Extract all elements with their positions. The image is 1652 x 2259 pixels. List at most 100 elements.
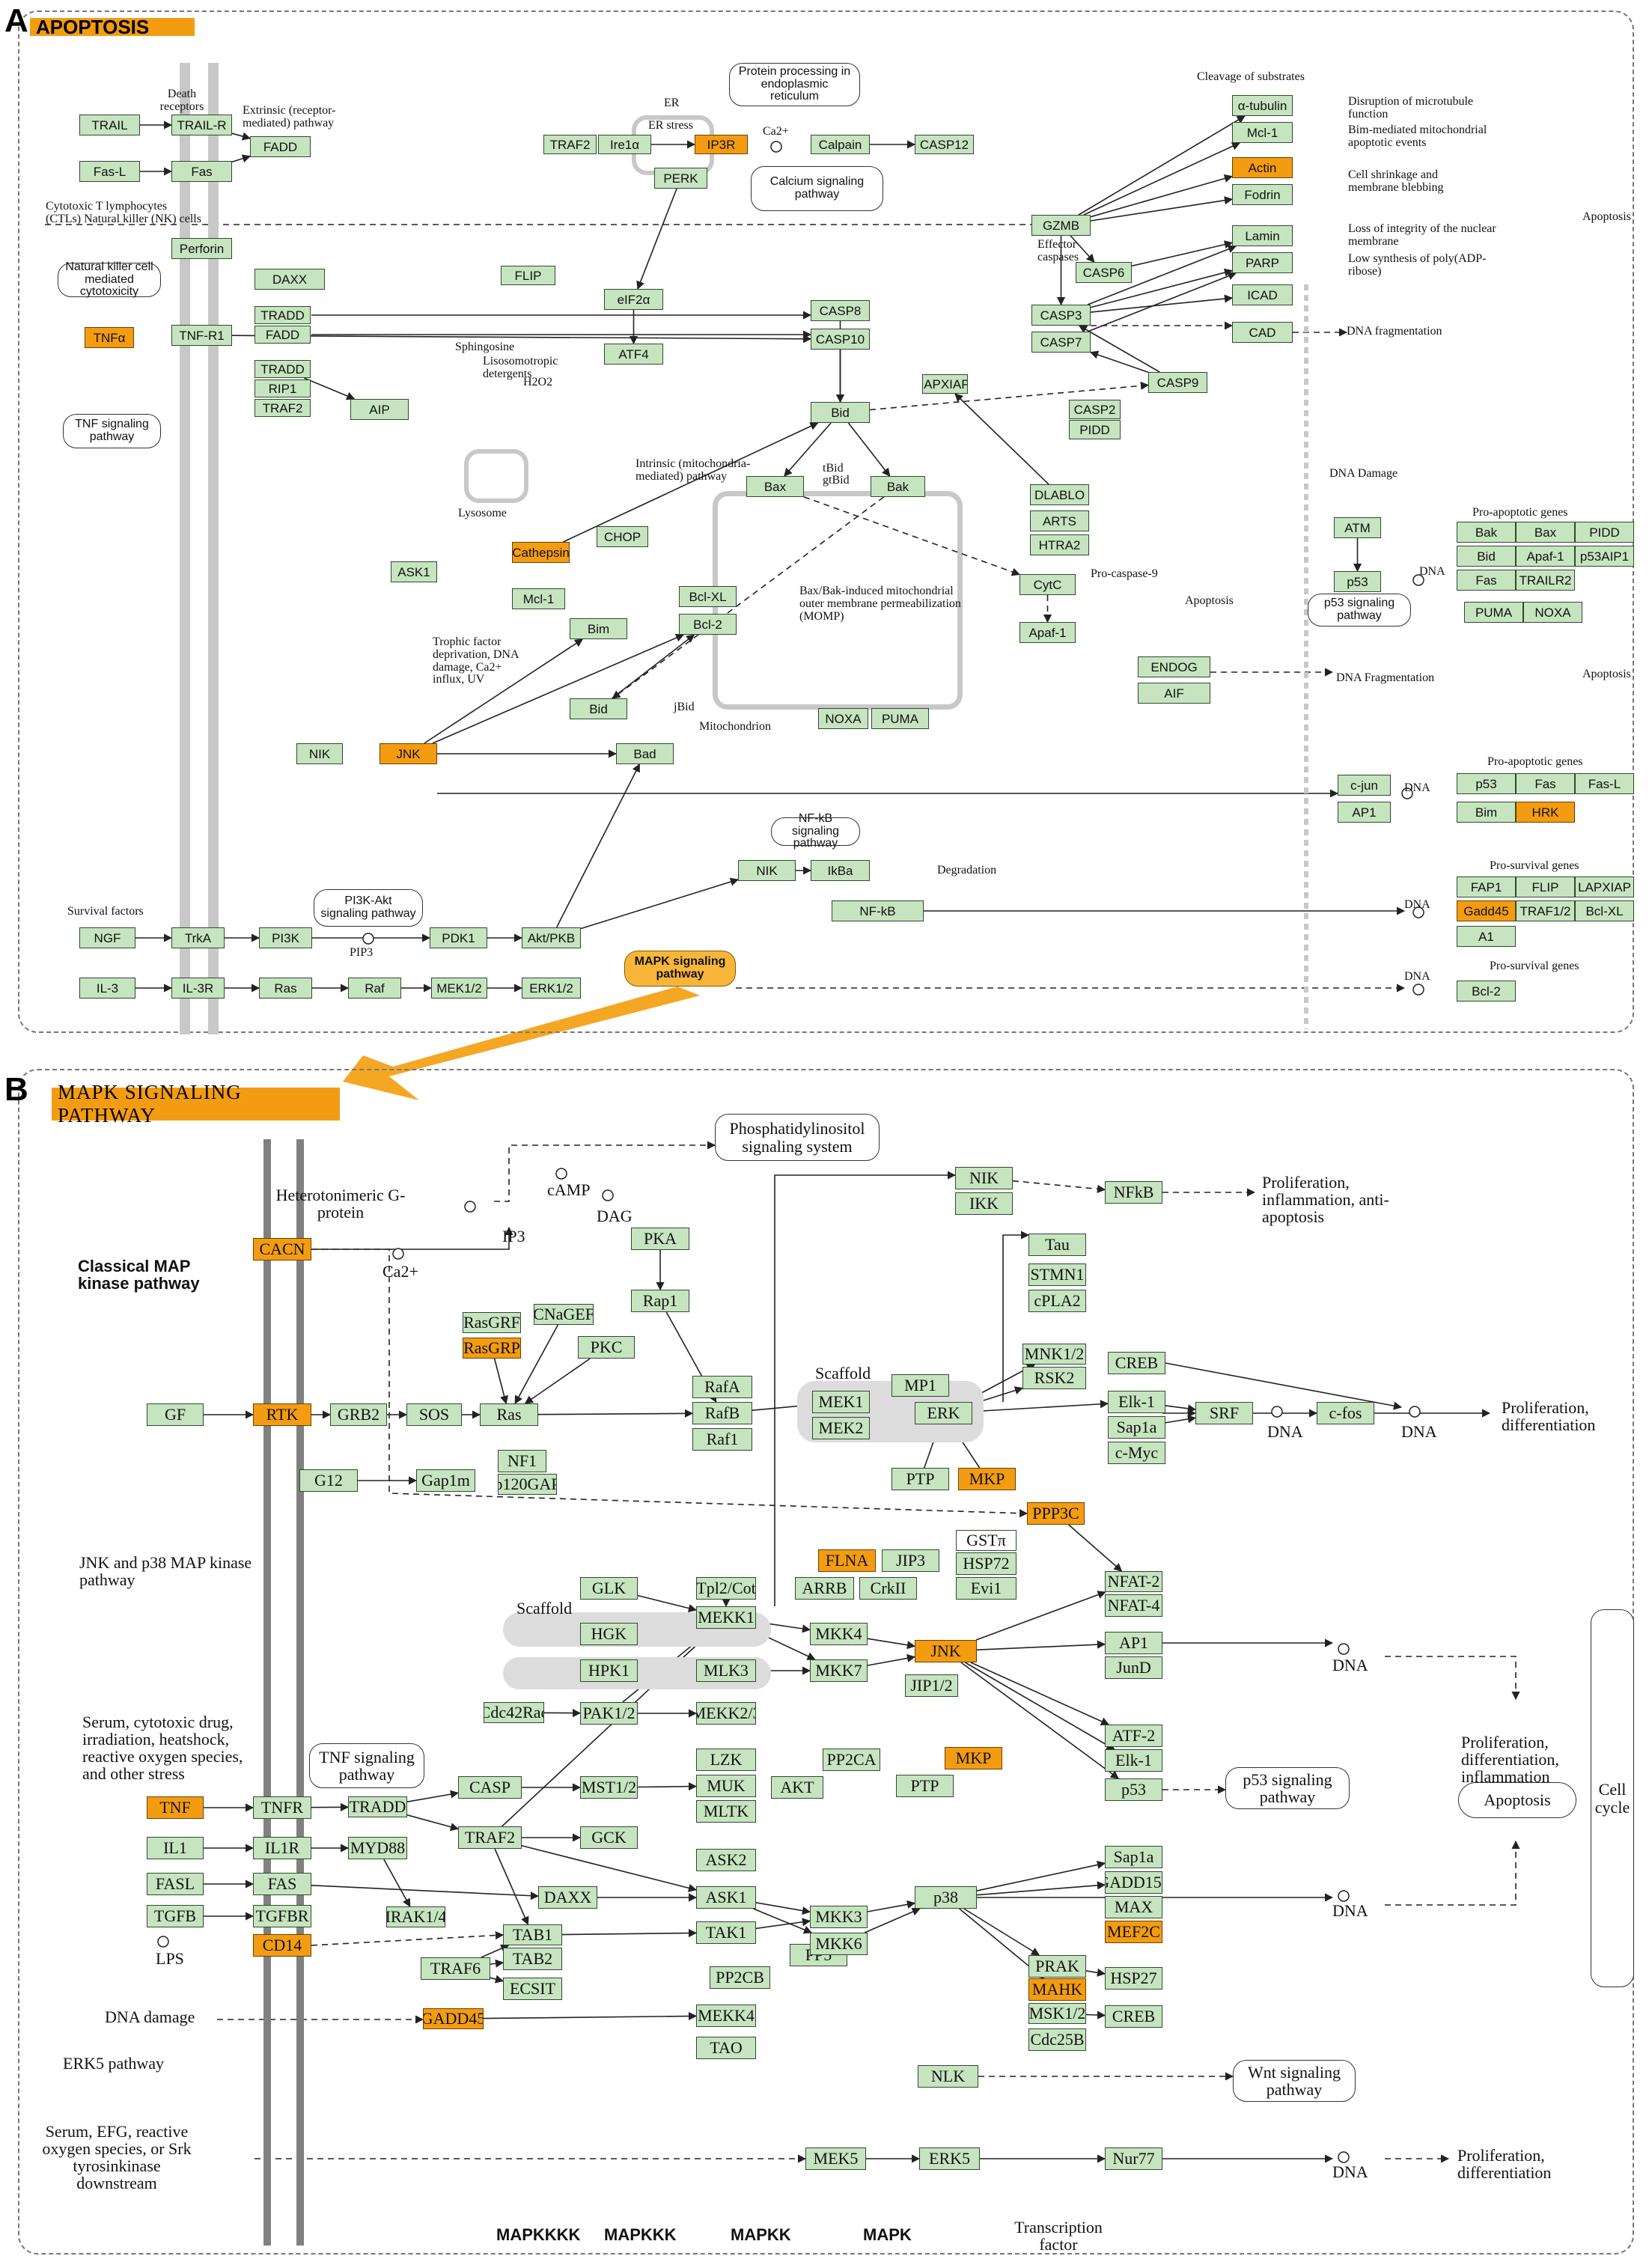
gene-node-traf2-a[interactable]: TRAF2	[543, 135, 597, 154]
gene-node-mlk3-b[interactable]: MLK3	[696, 1659, 756, 1682]
gene-node-hpk1-b[interactable]: HPK1	[580, 1659, 638, 1682]
gene-node-pp2ca-b[interactable]: PP2CA	[823, 1749, 880, 1771]
gene-node-cdc42rac-b[interactable]: Cdc42Rac	[484, 1702, 544, 1723]
gene-node-c-myc-b[interactable]: c-Myc	[1108, 1442, 1165, 1464]
gene-node-fas-a[interactable]: Fas	[171, 161, 232, 182]
gene-node-myd88-b[interactable]: MYD88	[348, 1837, 407, 1859]
pathway-box-wnt[interactable]: Wnt signaling pathway	[1233, 2060, 1356, 2102]
gene-node-mkk6-b[interactable]: MKK6	[810, 1933, 868, 1955]
gene-node-traf6-b[interactable]: TRAF6	[421, 1957, 490, 1980]
gene-node-mnk1-2-b[interactable]: MNK1/2	[1022, 1344, 1086, 1365]
gene-node-casp7-a[interactable]: CASP7	[1031, 332, 1091, 353]
gene-node-tradd-a[interactable]: TRADD	[254, 360, 311, 378]
gene-node-gck-b[interactable]: GCK	[580, 1826, 638, 1849]
gene-node-ire1-a[interactable]: Ire1α	[598, 135, 651, 154]
gene-node-gf-b[interactable]: GF	[147, 1403, 204, 1426]
gene-node-trailr2-a[interactable]: TRAILR2	[1516, 570, 1575, 591]
gene-node-grb2-b[interactable]: GRB2	[330, 1403, 387, 1426]
gene-node-trka-a[interactable]: TrkA	[171, 927, 225, 948]
gene-node-gadd153-b[interactable]: GADD153	[1105, 1871, 1162, 1894]
gene-node-irak1-4-b[interactable]: IRAK1/4	[386, 1906, 445, 1927]
gene-node-elk-1-b[interactable]: Elk-1	[1108, 1391, 1165, 1413]
gene-node-bcl-2-a[interactable]: Bcl-2	[1457, 981, 1516, 1002]
gene-node-mek1-b[interactable]: MEK1	[812, 1391, 870, 1413]
gene-node-mltk-b[interactable]: MLTK	[696, 1800, 756, 1823]
gene-node-tnfr-b[interactable]: TNFR	[253, 1796, 311, 1819]
gene-node-cacn-b[interactable]: CACN	[253, 1238, 311, 1260]
gene-node-flna-b[interactable]: FLNA	[818, 1549, 876, 1572]
gene-node-traf2-a[interactable]: TRAF2	[254, 399, 311, 417]
gene-node-icad-a[interactable]: ICAD	[1232, 284, 1293, 305]
gene-node-aif-a[interactable]: AIF	[1138, 683, 1210, 704]
gene-node-akt-b[interactable]: AKT	[771, 1776, 823, 1799]
gene-node-msk1-2-b[interactable]: MSK1/2	[1028, 2003, 1086, 2024]
gene-node-pkc-b[interactable]: PKC	[578, 1336, 635, 1359]
gene-node-nf-kb-a[interactable]: NF-kB	[832, 900, 924, 921]
gene-node-p53-b[interactable]: p53	[1105, 1778, 1162, 1801]
gene-node-erk5-b[interactable]: ERK5	[919, 2147, 980, 2170]
gene-node-glk-b[interactable]: GLK	[580, 1577, 638, 1600]
gene-node-cnagef-b[interactable]: CNaGEF	[534, 1304, 594, 1325]
gene-node-casp3-a[interactable]: CASP3	[1031, 305, 1091, 326]
gene-node-parp-a[interactable]: PARP	[1232, 252, 1293, 273]
gene-node-p53aip1-a[interactable]: p53AIP1	[1575, 546, 1634, 567]
gene-node-mst1-2-b[interactable]: MST1/2	[580, 1776, 638, 1799]
gene-node-tau-b[interactable]: Tau	[1028, 1234, 1086, 1256]
gene-node-mkk7-b[interactable]: MKK7	[810, 1659, 868, 1682]
gene-node-flip-a[interactable]: FLIP	[1516, 877, 1575, 897]
gene-node-bim-a[interactable]: Bim	[1457, 802, 1516, 823]
gene-node-ecsit-b[interactable]: ECSIT	[503, 1978, 562, 2000]
gene-node-creb-b[interactable]: CREB	[1105, 2005, 1162, 2028]
gene-node-rtk-b[interactable]: RTK	[253, 1403, 311, 1426]
gene-node-raf1-b[interactable]: Raf1	[692, 1428, 752, 1451]
gene-node-p120gap-b[interactable]: p120GAP	[498, 1474, 557, 1495]
gene-node-puma-a[interactable]: PUMA	[871, 708, 929, 729]
gene-node-sos-b[interactable]: SOS	[406, 1403, 462, 1426]
gene-node-cad-a[interactable]: CAD	[1232, 322, 1293, 343]
pathway-box-p53-2[interactable]: p53 signaling pathway	[1225, 1767, 1350, 1809]
gene-node-bax-a[interactable]: Bax	[746, 476, 804, 497]
gene-node-hgk-b[interactable]: HGK	[580, 1623, 638, 1645]
gene-node-trail-a[interactable]: TRAIL	[79, 115, 140, 135]
gene-node-p53-a[interactable]: p53	[1334, 571, 1381, 592]
gene-node-calpain-a[interactable]: Calpain	[811, 135, 870, 154]
gene-node-casp8-a[interactable]: CASP8	[811, 300, 870, 321]
gene-node-muk-b[interactable]: MUK	[696, 1775, 756, 1797]
gene-node-dlablo-a[interactable]: DLABLO	[1030, 484, 1089, 505]
gene-node-perforin-a[interactable]: Perforin	[171, 238, 232, 259]
gene-node-ap1-a[interactable]: AP1	[1338, 802, 1391, 823]
gene-node-bak-a[interactable]: Bak	[1457, 522, 1516, 543]
gene-node-mek1-2-a[interactable]: MEK1/2	[431, 978, 487, 999]
gene-node-ras-b[interactable]: Ras	[480, 1403, 538, 1426]
gene-node-fas-l-a[interactable]: Fas-L	[1575, 773, 1634, 794]
gene-node-arts-a[interactable]: ARTS	[1030, 510, 1089, 531]
gene-node-rafb-b[interactable]: RafB	[692, 1402, 752, 1424]
pathway-box-calcium[interactable]: Calcium signaling pathway	[751, 166, 883, 211]
gene-node-bid-a[interactable]: Bid	[1457, 546, 1516, 567]
gene-node-il1-b[interactable]: IL1	[147, 1837, 204, 1859]
gene-node-tab2-b[interactable]: TAB2	[503, 1948, 562, 1970]
gene-node-bim-a[interactable]: Bim	[570, 618, 627, 639]
gene-node-daxx-b[interactable]: DAXX	[538, 1886, 597, 1909]
gene-node-a1-a[interactable]: A1	[1457, 926, 1516, 947]
gene-node-tak1-b[interactable]: TAK1	[696, 1921, 756, 1944]
gene-node-fas-b[interactable]: FAS	[253, 1873, 311, 1895]
gene-node-aip-a[interactable]: AIP	[350, 399, 409, 420]
gene-node-nfkb-b[interactable]: NFkB	[1105, 1181, 1162, 1204]
gene-node-rip1-a[interactable]: RIP1	[254, 379, 311, 397]
gene-node-fodrin-a[interactable]: Fodrin	[1232, 184, 1293, 205]
gene-node-nik-a[interactable]: NIK	[738, 860, 796, 881]
gene-node-chop-a[interactable]: CHOP	[597, 526, 648, 547]
gene-node-p53-a[interactable]: p53	[1457, 773, 1516, 794]
gene-node-mek5-b[interactable]: MEK5	[805, 2147, 866, 2170]
gene-node-trail-r-a[interactable]: TRAIL-R	[171, 115, 232, 135]
gene-node-ngf-a[interactable]: NGF	[79, 927, 135, 948]
gene-node-atf-2-b[interactable]: ATF-2	[1105, 1725, 1162, 1747]
gene-node-pak1-2-b[interactable]: PAK1/2	[580, 1702, 638, 1725]
gene-node-cathepsin-a[interactable]: Cathepsin	[512, 542, 570, 563]
gene-node-noxa-a[interactable]: NOXA	[818, 708, 868, 729]
gene-node-casp12-a[interactable]: CASP12	[915, 135, 974, 154]
gene-node-atf4-a[interactable]: ATF4	[604, 344, 663, 365]
gene-node-mcl-1-a[interactable]: Mcl-1	[512, 588, 565, 609]
pathway-box-mapk[interactable]: MAPK signaling pathway	[624, 951, 736, 987]
